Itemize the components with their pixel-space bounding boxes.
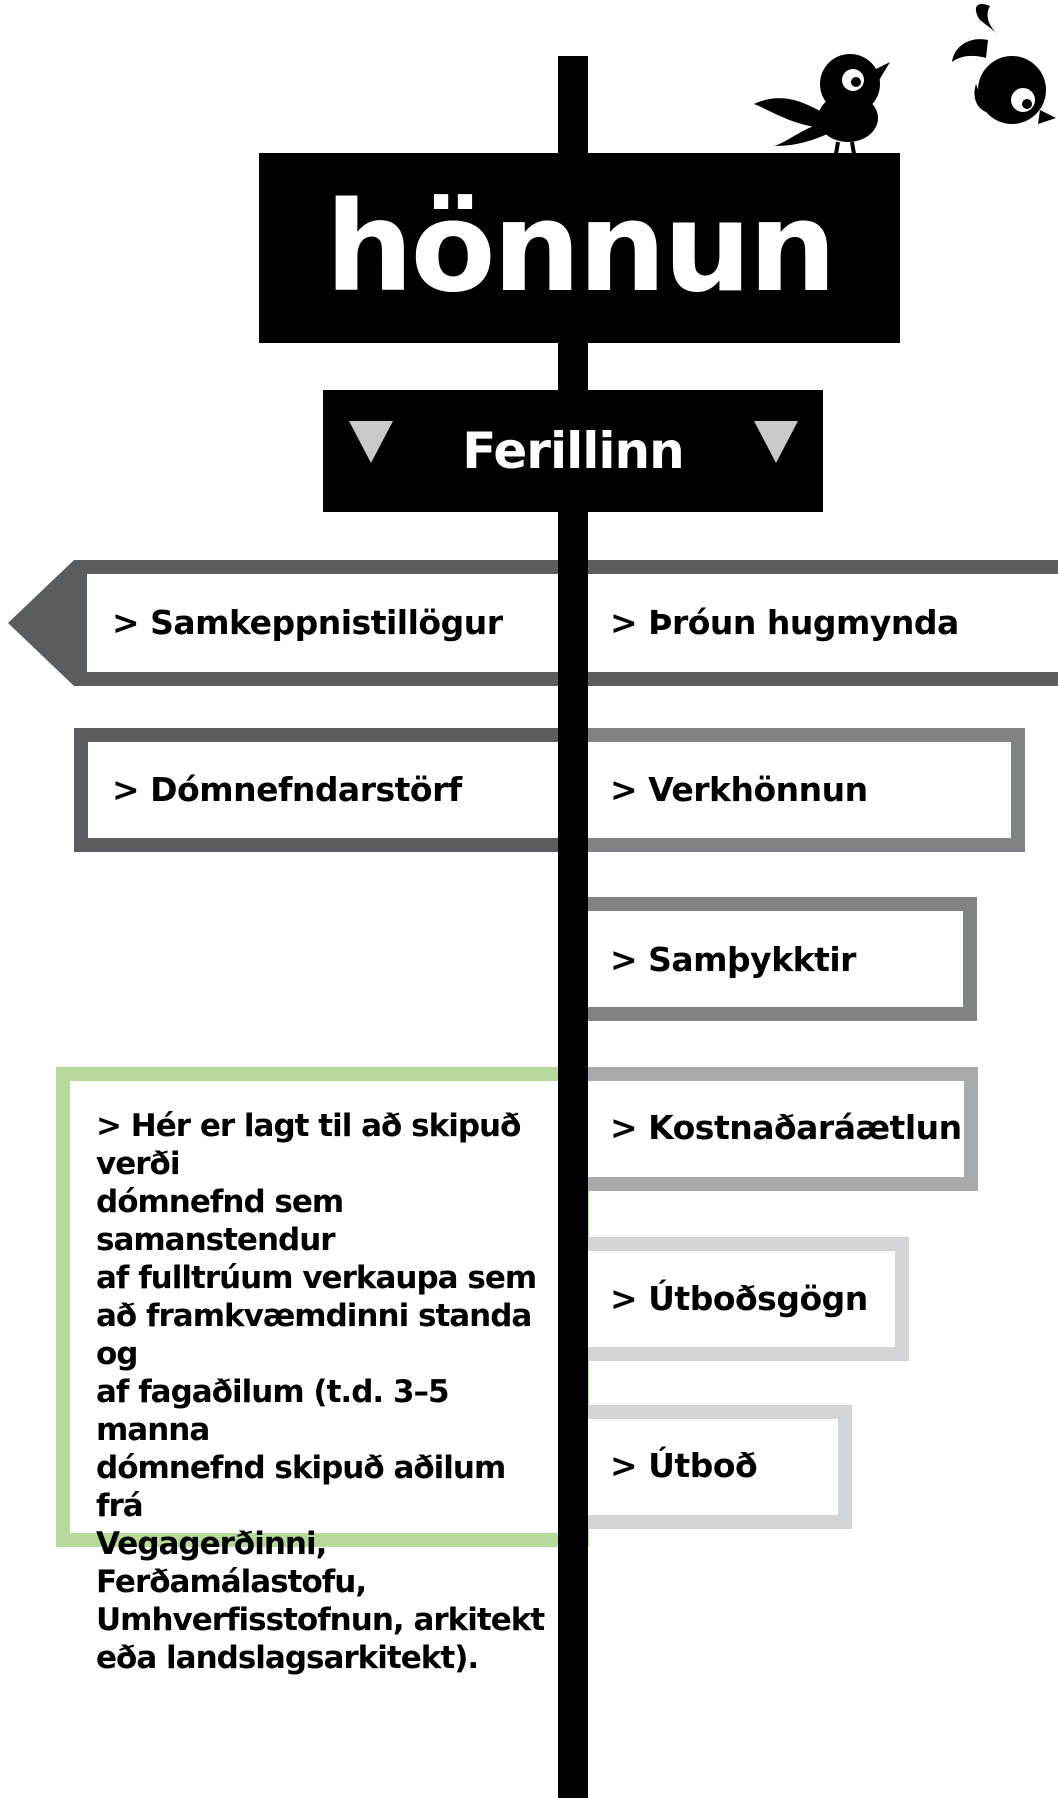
page-title: hönnun bbox=[325, 176, 837, 320]
note-text: > Hér er lagt til að skipuð verði dómnef… bbox=[96, 1107, 546, 1677]
triangle-down-icon bbox=[349, 421, 393, 463]
note-line: > Hér er lagt til að skipuð verði bbox=[96, 1108, 521, 1182]
triangle-down-icon bbox=[754, 421, 798, 463]
bird-sitting-icon bbox=[754, 54, 890, 155]
subtitle-board: Ferillinn bbox=[323, 390, 823, 512]
birds-illustration bbox=[754, 3, 1056, 155]
note-line: Umhverfisstofnun, arkitekt bbox=[96, 1602, 545, 1638]
kostnadur-label: > Kostnaðaráætlun bbox=[610, 1108, 962, 1147]
samkeppni-label: > Samkeppnistillögur bbox=[112, 603, 503, 642]
throun-sign bbox=[570, 560, 1058, 686]
note-line: að framkvæmdinni standa og bbox=[96, 1298, 532, 1372]
domnefnd-sign bbox=[74, 728, 578, 852]
note-line: dómnefnd sem samanstendur bbox=[96, 1184, 344, 1258]
note-line: Vegagerðinni, Ferðamálastofu, bbox=[96, 1526, 367, 1600]
kostnadur-sign bbox=[570, 1067, 978, 1191]
note-line: af fagaðilum (t.d. 3–5 manna bbox=[96, 1374, 450, 1448]
samthykktir-label: > Samþykktir bbox=[610, 940, 856, 979]
domnefnd-label: > Dómnefndarstörf bbox=[112, 770, 462, 809]
note-line: af fulltrúum verkaupa sem bbox=[96, 1260, 537, 1296]
note-line: eða landslagsarkitekt). bbox=[96, 1640, 479, 1676]
utbodsgogn-label: > Útboðsgögn bbox=[610, 1279, 868, 1318]
utbod-label: > Útboð bbox=[610, 1446, 758, 1485]
signpost-pole bbox=[558, 56, 588, 1798]
bird-flying-icon bbox=[952, 3, 1056, 124]
samkeppni-arrow-sign bbox=[8, 560, 580, 686]
throun-label: > Þróun hugmynda bbox=[610, 603, 959, 642]
verkhonnun-sign bbox=[570, 728, 1025, 852]
note-line: dómnefnd skipuð aðilum frá bbox=[96, 1450, 506, 1524]
title-board: hönnun bbox=[259, 153, 900, 343]
verkhonnun-label: > Verkhönnun bbox=[610, 770, 868, 809]
subtitle: Ferillinn bbox=[462, 422, 684, 480]
utbodsgogn-sign bbox=[570, 1237, 909, 1361]
